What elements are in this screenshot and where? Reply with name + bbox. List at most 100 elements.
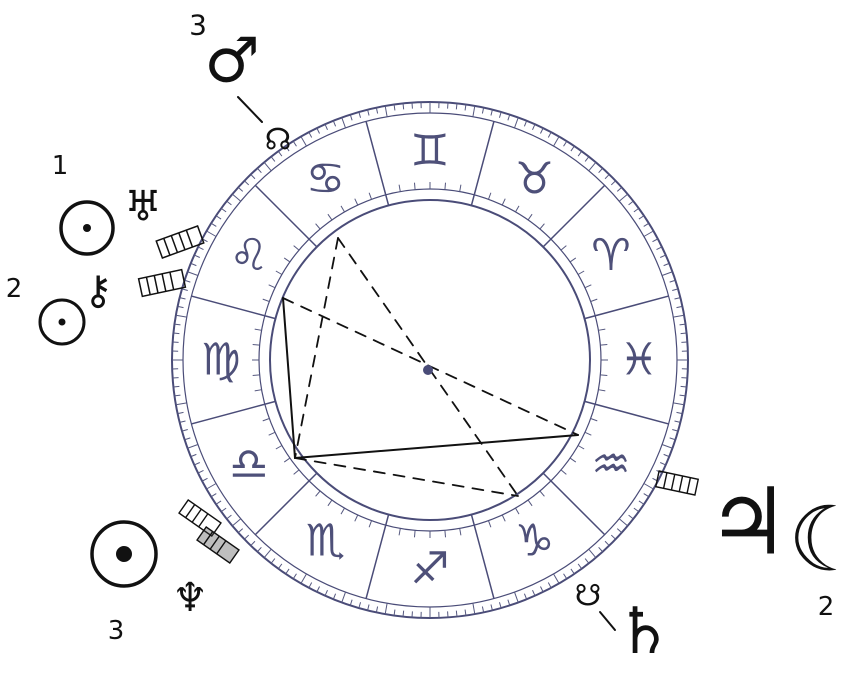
chiron-icon: ⚷: [83, 268, 112, 314]
degree-tick: [173, 386, 179, 387]
degree-tick: [251, 541, 255, 545]
neptune-icon: ♆: [172, 575, 208, 621]
degree-tick: [532, 590, 534, 595]
degree-tick: [605, 174, 609, 178]
degree-tick: [301, 574, 307, 584]
sign-dividers: [191, 121, 668, 598]
degree-tick: [664, 263, 670, 265]
degree-tick: [257, 168, 261, 172]
capricorn-icon: ♑: [515, 515, 554, 566]
degree-tick: [524, 121, 526, 127]
degree-tick: [317, 128, 320, 133]
degree-tick: [639, 501, 644, 504]
aspect-lines: [283, 238, 578, 496]
degree-tick: [368, 605, 369, 611]
degree-tick: [325, 590, 327, 595]
jupiter-icon: ♃: [707, 469, 789, 576]
degree-tick: [599, 547, 603, 551]
degree-tick: [564, 574, 567, 579]
inner-degree-tick: [253, 344, 260, 345]
degree-tick: [644, 484, 654, 490]
inner-degree-tick: [355, 199, 358, 205]
inner-degree-tick: [263, 299, 270, 301]
saturn-icon: ♄: [615, 595, 672, 669]
inner-degree-tick: [460, 185, 461, 192]
libra-icon: ♎: [229, 439, 268, 490]
degree-tick: [227, 201, 232, 205]
inner-degree-tick: [328, 500, 332, 506]
sun-3-number: 3: [108, 616, 125, 646]
degree-tick: [257, 547, 261, 551]
taurus-icon: ♉: [515, 154, 554, 205]
inner-degree-tick: [570, 258, 576, 262]
marker-chiron: [139, 270, 186, 297]
marker-neptune-upper: [179, 500, 221, 536]
inner-degree-tick: [516, 508, 520, 514]
degree-tick: [178, 412, 184, 413]
degree-tick: [629, 515, 634, 519]
inner-degree-tick: [284, 258, 290, 262]
degree-tick: [221, 508, 226, 512]
degree-tick: [368, 110, 369, 116]
degree-tick: [673, 315, 684, 317]
inner-degree-tick: [502, 199, 505, 205]
marker-uranus: [156, 226, 204, 258]
degree-tick: [198, 470, 203, 473]
degree-tick: [194, 462, 199, 464]
degree-tick: [385, 603, 387, 614]
degree-tick: [676, 306, 682, 307]
degree-tick: [548, 583, 551, 588]
degree-tick: [301, 137, 307, 147]
inner-degree-tick: [369, 521, 371, 528]
degree-tick: [672, 429, 678, 431]
degree-tick: [286, 569, 289, 574]
degree-tick: [333, 121, 335, 127]
degree-tick: [508, 600, 510, 606]
sun-3-dot: [116, 546, 132, 562]
degree-tick: [499, 602, 501, 608]
degree-tick: [660, 462, 665, 464]
degree-tick: [664, 454, 670, 456]
sun-1-dot: [83, 224, 91, 232]
virgo-icon: ♍: [201, 335, 240, 386]
inner-degree-tick: [591, 418, 598, 420]
degree-tick: [342, 118, 346, 128]
aspect-line-solid: [295, 435, 578, 458]
uranus-icon: ♅: [124, 182, 162, 231]
degree-tick: [660, 255, 665, 257]
degree-tick: [198, 247, 203, 250]
inner-degree-tick: [516, 206, 520, 212]
aspect-line-dashed: [295, 458, 518, 496]
chart-wheel: ♋♊♉♈♓♒♑♐♏♎♍♌: [172, 102, 688, 618]
degree-tick: [403, 611, 404, 617]
degree-tick: [619, 519, 627, 526]
degree-tick: [644, 494, 649, 497]
inner-degree-tick: [585, 432, 591, 435]
inner-degree-tick: [598, 390, 605, 391]
inner-degree-tick: [284, 458, 290, 462]
cancer-icon: ♋: [306, 154, 345, 205]
degree-tick: [359, 112, 361, 118]
degree-tick: [207, 484, 217, 490]
degree-tick: [676, 412, 682, 413]
degree-tick: [681, 386, 687, 387]
south-node-icon: ☋: [575, 579, 602, 614]
degree-tick: [456, 611, 457, 617]
degree-tick: [264, 162, 271, 170]
degree-ticks: [172, 102, 688, 618]
inner-degree-tick: [414, 183, 415, 190]
inner-degree-tick: [488, 193, 490, 200]
degree-tick: [182, 289, 188, 291]
degree-tick: [611, 535, 615, 539]
inner-degree-tick: [591, 299, 598, 301]
degree-tick: [350, 600, 352, 606]
degree-tick: [675, 298, 681, 299]
degree-tick: [278, 564, 282, 569]
degree-tick: [202, 478, 207, 481]
degree-tick: [180, 298, 186, 299]
leo-icon: ♌: [229, 230, 268, 281]
pisces-icon: ♓: [619, 335, 658, 386]
inner-degree-tick: [600, 375, 607, 376]
inner-degree-tick: [561, 246, 566, 250]
degree-tick: [376, 606, 377, 612]
